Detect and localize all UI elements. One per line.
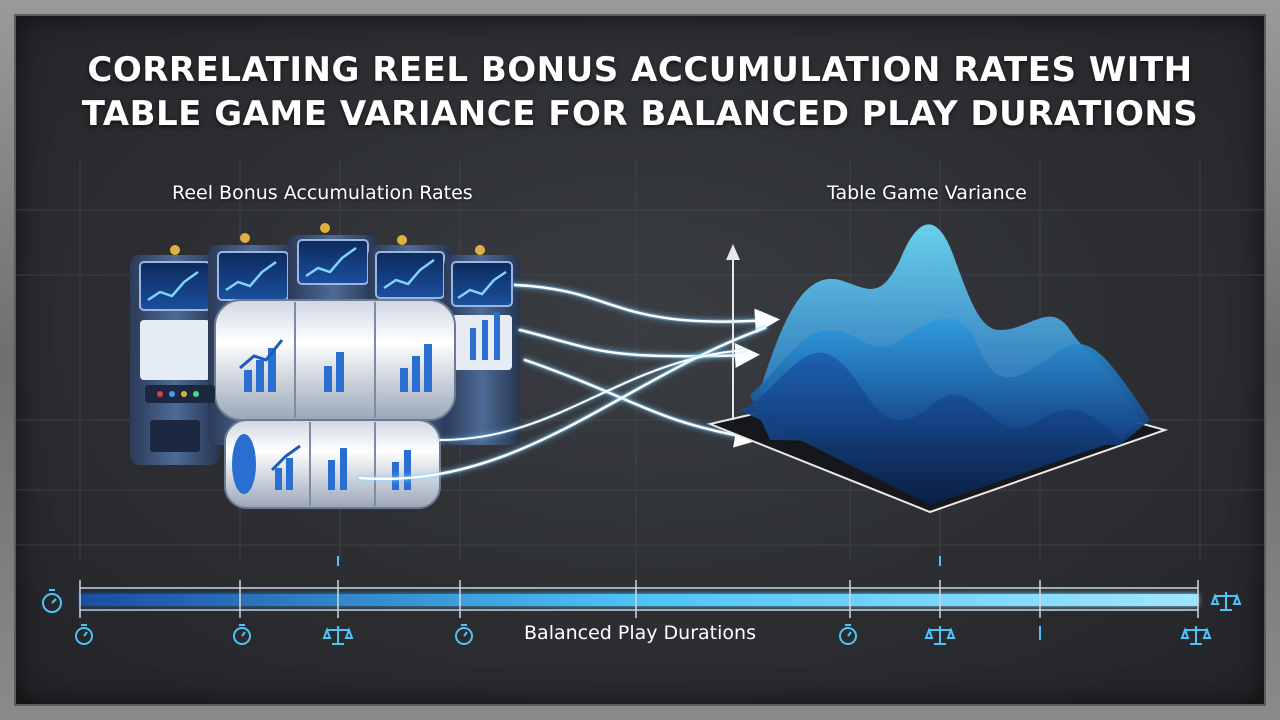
duration-progress-bar xyxy=(80,594,1198,606)
stopwatch-icon xyxy=(839,624,857,645)
stopwatch-icon xyxy=(455,624,473,645)
diagram-title: CORRELATING REEL BONUS ACCUMULATION RATE… xyxy=(0,48,1280,136)
title-line-2: TABLE GAME VARIANCE FOR BALANCED PLAY DU… xyxy=(81,94,1199,134)
variance-wave-front xyxy=(740,352,1120,505)
slot-machine-cluster xyxy=(130,223,520,509)
play-duration-timeline xyxy=(79,556,1199,640)
reel-row-lower xyxy=(224,419,441,509)
stopwatch-icon xyxy=(75,624,93,645)
balance-scale-icon xyxy=(924,626,956,645)
slot-machine-icon xyxy=(130,245,220,465)
title-line-1: CORRELATING REEL BONUS ACCUMULATION RATE… xyxy=(87,50,1193,90)
stopwatch-icon xyxy=(233,624,251,645)
bar-chart-icon xyxy=(275,448,411,490)
bar-chart-icon xyxy=(244,344,432,392)
reel-bonus-label: Reel Bonus Accumulation Rates xyxy=(172,182,473,204)
variance-wave-chart xyxy=(706,224,1169,514)
balance-scale-icon xyxy=(322,626,354,645)
balance-scale-icon xyxy=(1210,592,1242,611)
slot-machine-icon xyxy=(444,245,520,445)
correlation-arrows xyxy=(357,282,780,482)
stopwatch-icon xyxy=(42,589,62,613)
balance-scale-icon xyxy=(1180,626,1212,645)
timeline-label: Balanced Play Durations xyxy=(524,622,756,644)
reel-row-upper xyxy=(214,299,456,421)
table-variance-label: Table Game Variance xyxy=(827,182,1027,204)
